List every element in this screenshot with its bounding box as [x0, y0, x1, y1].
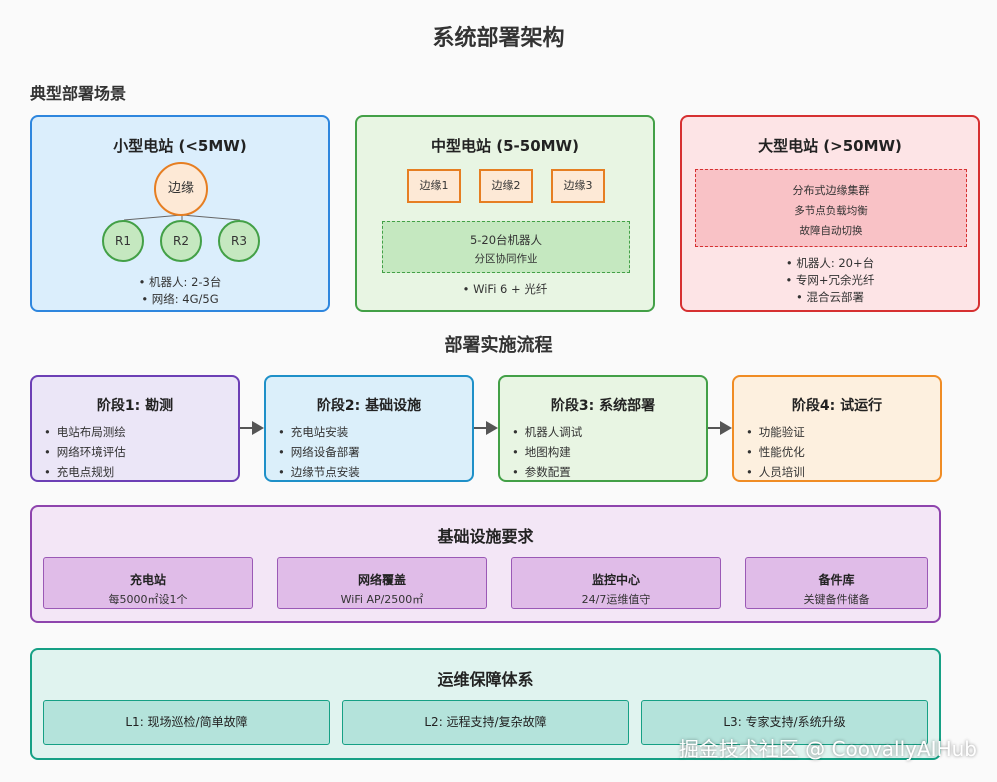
- scenarios-heading: 典型部署场景: [30, 84, 127, 103]
- infra-monitoring-center: 监控中心 24/7运维值守: [511, 557, 721, 609]
- stage-1-item: 充电点规划: [44, 462, 126, 482]
- infra-item-sub: 24/7运维值守: [581, 593, 651, 606]
- small-station-title: 小型电站 (<5MW): [113, 137, 247, 155]
- stage-3-item: 参数配置: [512, 462, 582, 482]
- infra-charging-station: 充电站 每5000㎡设1个: [43, 557, 253, 609]
- infra-item-sub: WiFi AP/2500㎡: [340, 593, 424, 606]
- robot-group-box: 5-20台机器人 分区协同作业: [382, 221, 630, 273]
- stage-1-item: 电站布局测绘: [44, 422, 126, 442]
- stage-4-item: 性能优化: [746, 442, 805, 462]
- infrastructure-title: 基础设施要求: [437, 527, 534, 546]
- ops-level-l1: L1: 现场巡检/简单故障: [43, 700, 330, 745]
- small-bullet-network: • 网络: 4G/5G: [141, 292, 219, 306]
- infra-spare-parts: 备件库 关键备件储备: [745, 557, 928, 609]
- arrow-1-2-icon: [240, 421, 264, 435]
- robot-group-mode: 分区协同作业: [474, 253, 538, 265]
- stage-4-item: 人员培训: [746, 462, 805, 482]
- medium-station-title: 中型电站 (5-50MW): [431, 137, 579, 155]
- ops-title: 运维保障体系: [437, 670, 534, 689]
- stage-3-title: 阶段3: 系统部署: [550, 398, 656, 414]
- infra-item-sub: 关键备件储备: [803, 593, 870, 606]
- edge-node-1: 边缘1: [407, 169, 461, 203]
- infra-item-sub: 每5000㎡设1个: [108, 593, 188, 606]
- edge-node-2: 边缘2: [479, 169, 533, 203]
- infra-item-title: 充电站: [129, 573, 166, 587]
- infra-item-title: 网络覆盖: [357, 573, 406, 587]
- watermark: 掘金技术社区 @ CoovallyAIHub: [678, 737, 977, 761]
- stage-4-title: 阶段4: 试运行: [791, 398, 883, 414]
- stage-1-box: 阶段1: 勘测 电站布局测绘 网络环境评估 充电点规划: [30, 375, 240, 482]
- cluster-balance: 多节点负载均衡: [794, 205, 868, 217]
- page-title: 系统部署架构: [432, 26, 565, 51]
- cluster-name: 分布式边缘集群: [792, 184, 870, 197]
- stage-3-item: 地图构建: [512, 442, 582, 462]
- ops-level-l2: L2: 远程支持/复杂故障: [342, 700, 629, 745]
- edge-node-3: 边缘3: [551, 169, 605, 203]
- flow-heading: 部署实施流程: [444, 335, 553, 356]
- robot-node-r2: R2: [160, 220, 202, 262]
- arrow-2-3-icon: [474, 421, 498, 435]
- stage-3-item: 机器人调试: [512, 422, 583, 442]
- infra-network-coverage: 网络覆盖 WiFi AP/2500㎡: [277, 557, 487, 609]
- robot-node-r3: R3: [218, 220, 260, 262]
- robot-node-r1: R1: [102, 220, 144, 262]
- edge-link-r1: [123, 214, 183, 221]
- large-bullet-cloud: • 混合云部署: [796, 290, 864, 304]
- robot-group-count: 5-20台机器人: [469, 233, 543, 247]
- stage-4-box: 阶段4: 试运行 功能验证 性能优化 人员培训: [732, 375, 942, 482]
- stage-2-title: 阶段2: 基础设施: [316, 398, 422, 414]
- cluster-failover: 故障自动切换: [799, 225, 863, 237]
- small-edge-node: 边缘: [154, 162, 208, 216]
- large-station-panel: 大型电站 (>50MW) 分布式边缘集群 多节点负载均衡 故障自动切换 • 机器…: [680, 115, 980, 312]
- edge-link-r3: [181, 214, 241, 221]
- stage-2-item: 充电站安装: [278, 422, 360, 442]
- ops-level-l3: L3: 专家支持/系统升级: [641, 700, 928, 745]
- small-bullet-robots: • 机器人: 2-3台: [138, 275, 222, 289]
- stage-2-item: 网络设备部署: [278, 442, 360, 462]
- medium-bullet-network: • WiFi 6 + 光纤: [462, 282, 548, 296]
- stage-1-item: 网络环境评估: [44, 442, 126, 462]
- small-station-panel: 小型电站 (<5MW) 边缘 R1 R2 R3 • 机器人: 2-3台 • 网络…: [30, 115, 330, 312]
- large-bullet-robots: • 机器人: 20+台: [785, 256, 875, 270]
- stage-4-item: 功能验证: [746, 422, 805, 442]
- stage-2-item: 边缘节点安装: [278, 462, 360, 482]
- stage-3-box: 阶段3: 系统部署 机器人调试 地图构建 参数配置: [498, 375, 708, 482]
- edge-cluster-box: 分布式边缘集群 多节点负载均衡 故障自动切换: [695, 169, 967, 247]
- infra-item-title: 备件库: [818, 573, 855, 587]
- large-bullet-network: • 专网+冗余光纤: [785, 273, 875, 287]
- stage-1-title: 阶段1: 勘测: [96, 398, 174, 414]
- large-station-title: 大型电站 (>50MW): [758, 137, 902, 155]
- arrow-3-4-icon: [708, 421, 732, 435]
- stage-2-box: 阶段2: 基础设施 充电站安装 网络设备部署 边缘节点安装: [264, 375, 474, 482]
- medium-station-panel: 中型电站 (5-50MW) 边缘1 边缘2 边缘3 5-20台机器人 分区协同作…: [355, 115, 655, 312]
- infra-item-title: 监控中心: [591, 573, 640, 587]
